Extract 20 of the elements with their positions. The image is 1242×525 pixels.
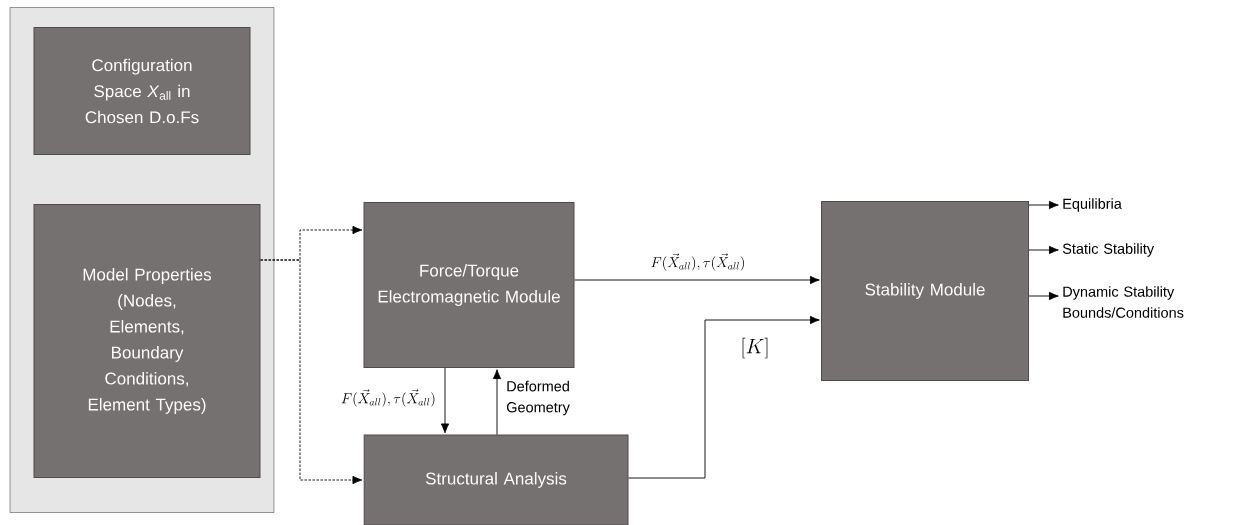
process-box: Stability Module: [821, 201, 1029, 381]
process-box: Force/Torque Electromagnetic Module: [363, 202, 575, 368]
process-box: Model Properties (Nodes, Elements, Boundary Conditions, Element Types): [33, 204, 261, 478]
edge-label: Deformed Geometry: [506, 380, 570, 416]
output-label: Dynamic Stability Bounds/Conditions: [1063, 286, 1184, 318]
process-box: Structural Analysis: [363, 434, 629, 525]
arrow: [628, 315, 820, 479]
edge-label: $F(\vec{X}_{all}), \tau(\vec{X}_{all})$: [341, 389, 435, 407]
arrow: [1028, 245, 1059, 255]
arrow: [1028, 291, 1059, 301]
arrow: [260, 259, 363, 485]
arrow: [574, 275, 820, 285]
edge-label: $F(\vec{X}_{all}), \tau(\vec{X}_{all})$: [651, 253, 744, 271]
arrow: [1028, 200, 1059, 210]
arrow: [440, 367, 450, 434]
process-box: Configuration Space X$_{all}$ in Chosen D.o.Fs: [33, 27, 251, 155]
output-label: Static Stability: [1062, 243, 1155, 257]
arrow: [492, 369, 502, 435]
edge-label: $[K]$: [742, 337, 768, 359]
output-label: Equilibria: [1063, 198, 1122, 212]
